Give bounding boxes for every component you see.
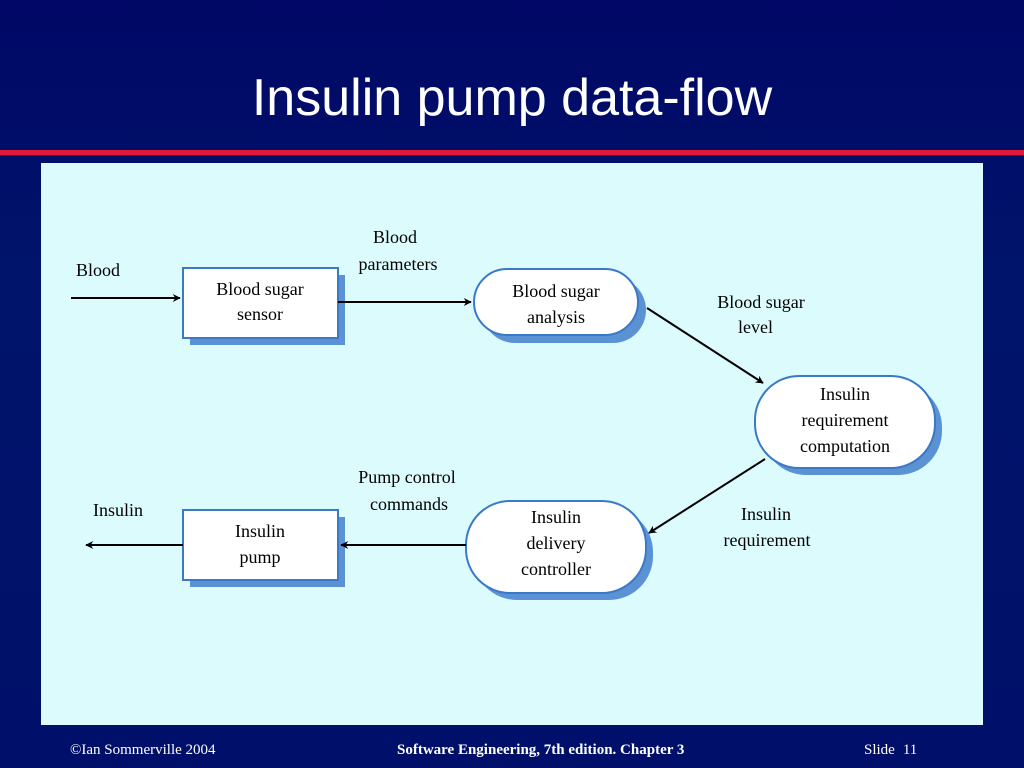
controller-label-line-1: Insulin [531,507,581,527]
footer-book-title: Software Engineering, 7th edition. Chapt… [397,742,685,758]
blood-parameters-label-line-2: parameters [359,254,438,274]
controller-label-line-3: controller [521,559,591,579]
analysis-process-face [473,268,639,336]
computation-process-face [754,375,936,469]
pump-label-line-1: Insulin [235,521,285,541]
data-flow-diagram: Blood sugar sensor Blood sugar analysis … [41,163,983,725]
analysis-label-line-1: Blood sugar [512,281,600,301]
insulin-delivery-controller-process: Insulin delivery controller [465,500,653,600]
controller-label-line-2: delivery [527,533,586,553]
slide-number: 11 [902,742,918,758]
blood-sugar-analysis-process: Blood sugar analysis [473,268,646,343]
footer-slide-number: Slide 11 [864,740,917,760]
footer-copyright: ©Ian Sommerville 2004 [70,742,216,758]
pump-control-commands-label-line-2: commands [370,494,448,514]
insulin-requirement-computation-process: Insulin requirement computation [754,375,942,475]
slide-label: Slide [864,742,895,758]
pump-box-face [182,509,339,581]
insulin-requirement-label-line-2: requirement [724,530,811,550]
insulin-requirement-arrow [648,458,766,534]
sensor-label-line-1: Blood sugar [216,279,304,299]
blood-sugar-level-arrow [646,307,764,384]
blood-flow-label: Blood [76,260,120,280]
title-divider [0,150,1024,156]
pump-label-line-2: pump [239,547,280,567]
insulin-requirement-label-line-1: Insulin [741,504,791,524]
computation-label-line-2: requirement [802,410,889,430]
blood-parameters-label-line-1: Blood [373,227,417,247]
slide-title: Insulin pump data-flow [251,69,773,127]
blood-sugar-sensor-box: Blood sugar sensor [182,267,345,345]
computation-label-line-1: Insulin [820,384,870,404]
blood-sugar-level-label-line-2: level [738,317,773,337]
insulin-pump-box: Insulin pump [182,509,345,587]
pump-control-commands-label-line-1: Pump control [358,467,456,487]
diagram-canvas: Blood sugar sensor Blood sugar analysis … [71,227,942,600]
computation-label-line-3: computation [800,436,890,456]
controller-process-face [465,500,647,594]
insulin-output-label: Insulin [93,500,143,520]
sensor-label-line-2: sensor [237,304,283,324]
blood-sugar-level-label-line-1: Blood sugar [717,292,805,312]
sensor-box-face [182,267,339,339]
analysis-label-line-2: analysis [527,307,585,327]
